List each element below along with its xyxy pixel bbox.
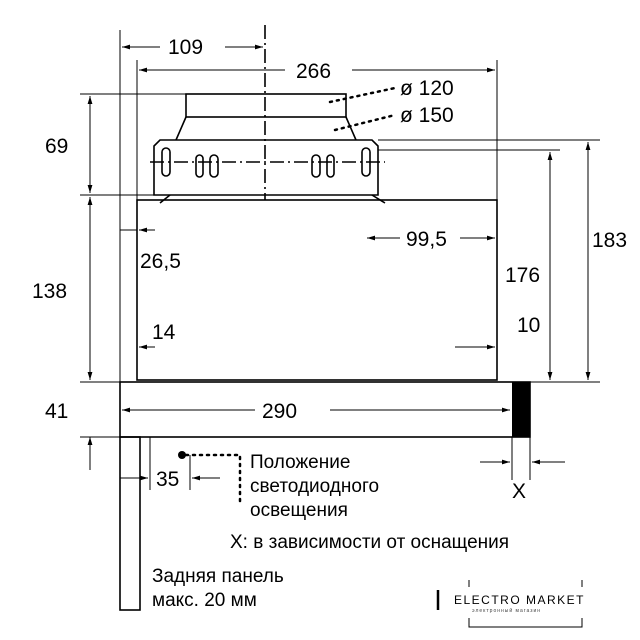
dim-183: 183	[592, 229, 627, 252]
dim-41: 41	[45, 400, 68, 423]
extension-lines	[80, 30, 600, 490]
dim-69: 69	[45, 135, 68, 158]
led-position-marker	[178, 451, 186, 459]
front-trim	[512, 382, 530, 437]
x-note: X: в зависимости от оснащения	[230, 532, 509, 553]
dim-26-5: 26,5	[140, 250, 181, 273]
watermark-brand: ELECTRO MARKET	[454, 593, 585, 607]
rear-panel-note-line2: макс. 20 мм	[152, 590, 257, 611]
duct-collar	[175, 93, 357, 141]
dim-290: 290	[262, 400, 297, 423]
hood-body	[136, 199, 498, 381]
leader-120	[328, 86, 397, 104]
mounting-plate	[153, 139, 386, 204]
led-note-line1: Положение	[250, 452, 350, 473]
dim-dia-150: ø 150	[400, 104, 454, 127]
dim-176: 176	[505, 264, 540, 287]
dim-266: 266	[296, 60, 331, 83]
dim-dia-120: ø 120	[400, 77, 454, 100]
keyhole-slot-icon	[161, 147, 371, 178]
dim-99-5: 99,5	[406, 228, 447, 251]
led-note-line3: освещения	[250, 500, 348, 521]
dim-109: 109	[168, 36, 203, 59]
dimension-lines	[87, 44, 591, 481]
dim-10: 10	[517, 314, 540, 337]
rear-panel-note-line1: Задняя панель	[152, 566, 284, 587]
dim-14: 14	[152, 321, 176, 344]
leader-150	[333, 113, 397, 132]
dim-138: 138	[32, 280, 67, 303]
dim-35: 35	[156, 468, 179, 491]
led-note-line2: светодиодного	[250, 476, 379, 497]
led-leader	[184, 453, 242, 507]
dim-x: X	[512, 480, 526, 503]
electro-market-watermark: ELECTRO MARKET электронный магазин	[436, 580, 585, 628]
rear-panel	[119, 436, 141, 611]
watermark-subtitle: электронный магазин	[472, 607, 541, 614]
